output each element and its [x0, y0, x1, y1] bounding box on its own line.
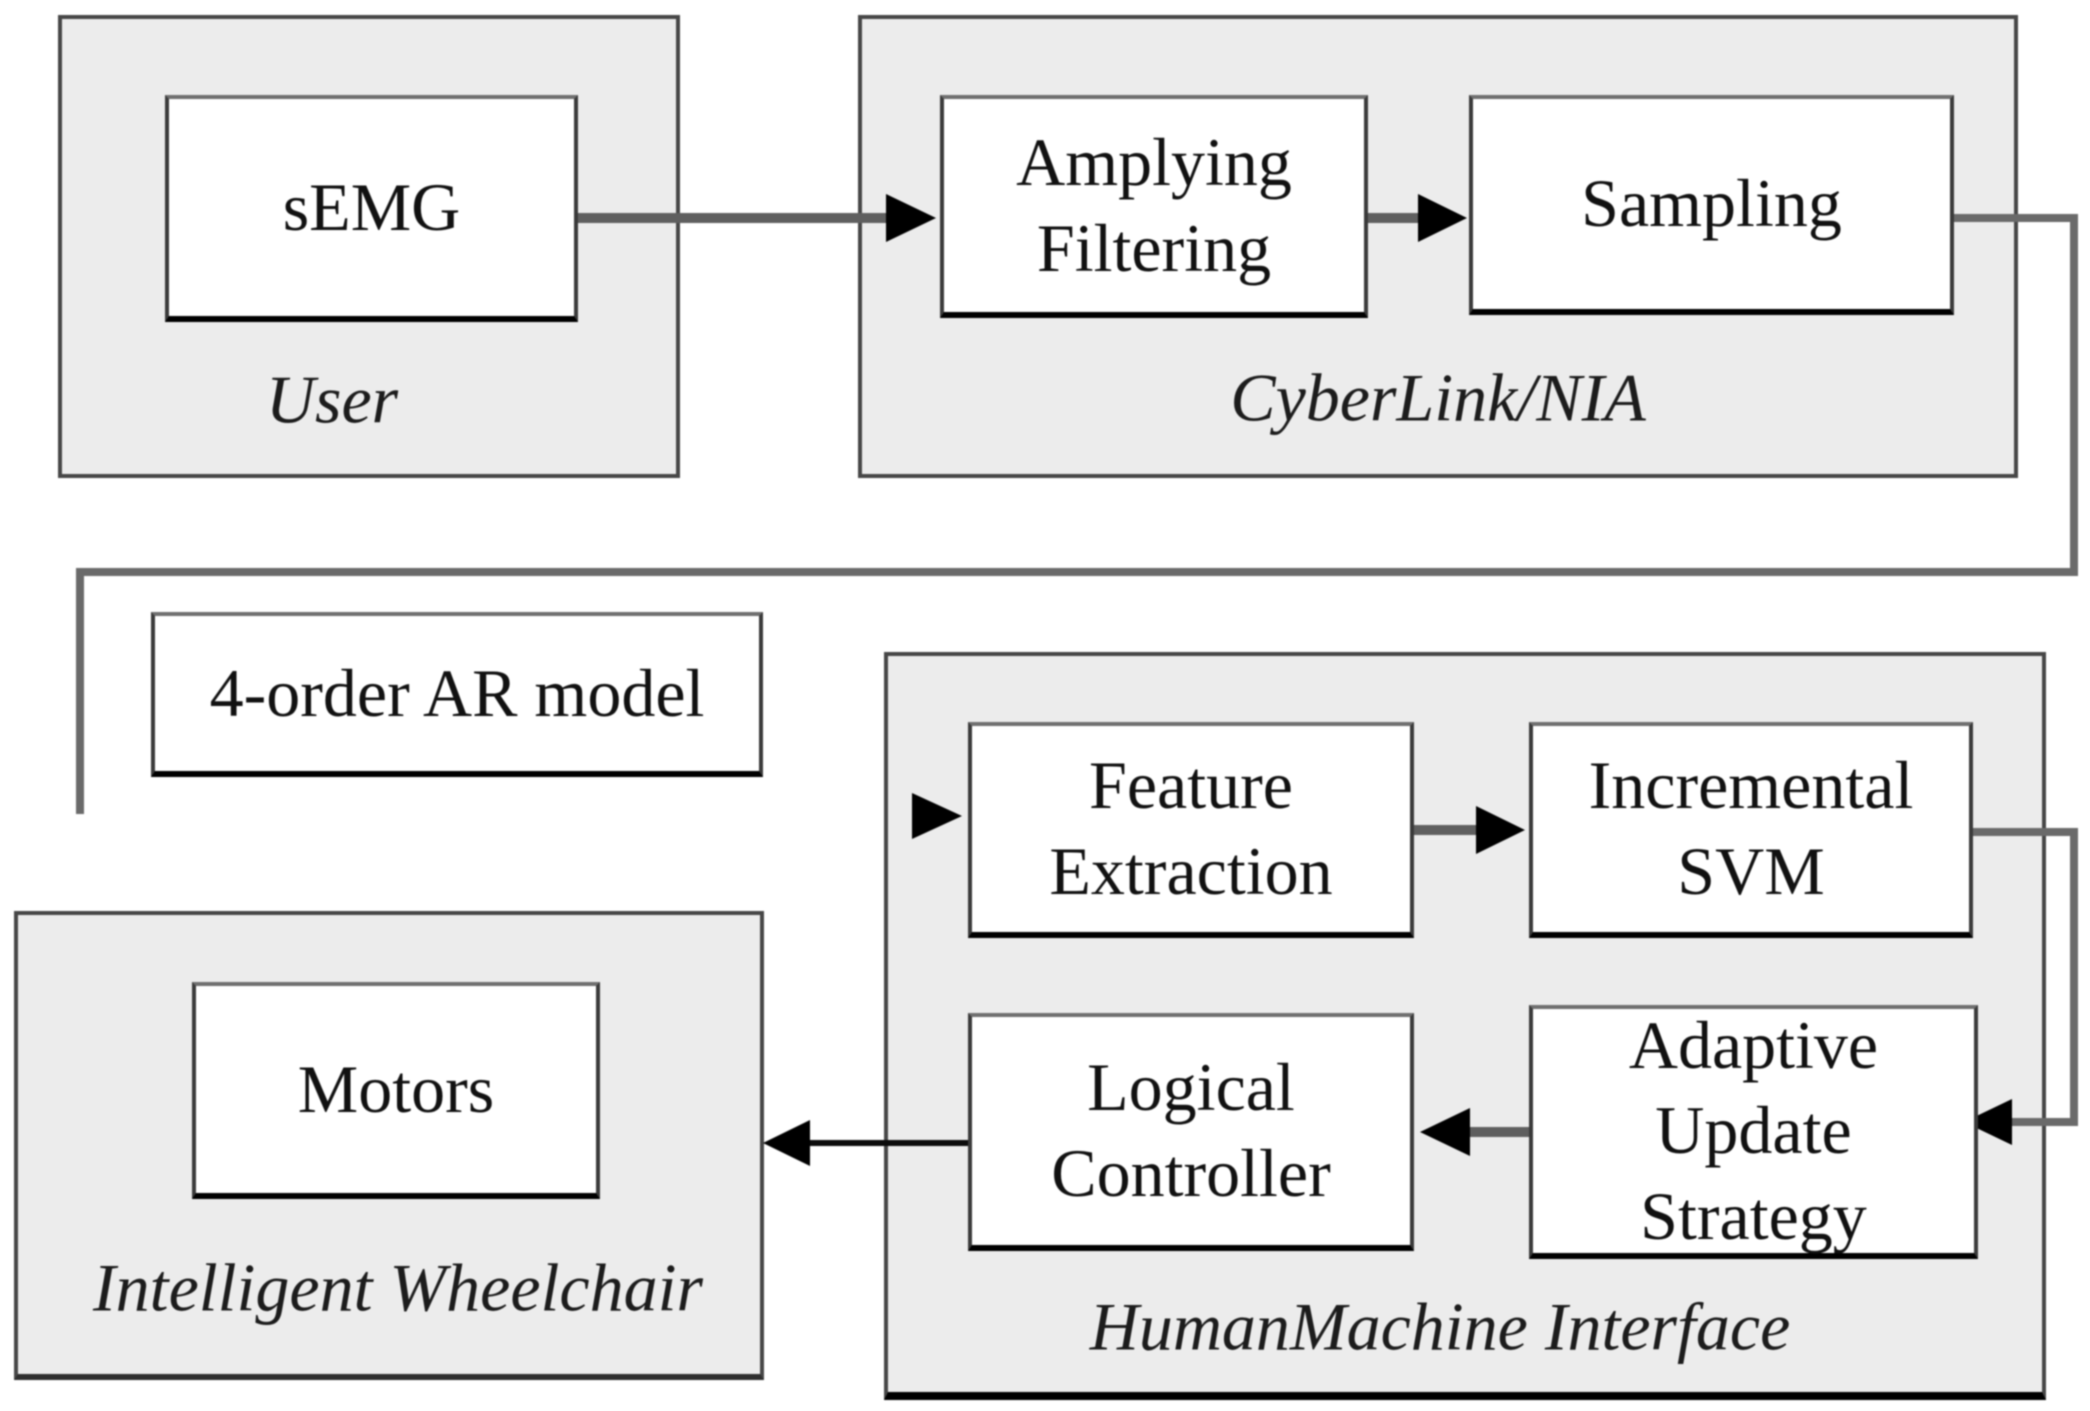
node-feature-extraction: Feature Extraction	[968, 722, 1414, 938]
node-sampling: Sampling	[1469, 95, 1954, 315]
container-wheelchair-label: Intelligent Wheelchair	[93, 1249, 703, 1326]
container-hmi-label: HumanMachine Interface	[1089, 1288, 1791, 1365]
node-ar-model-label: 4-order AR model	[209, 654, 705, 731]
node-semg-label: sEMG	[282, 168, 461, 245]
node-amplifying-filtering: Amplying Filtering	[940, 95, 1368, 318]
node-logical-controller: Logical Controller	[968, 1013, 1414, 1251]
edge-logical-to-wheelchair-arrowhead-icon	[763, 1120, 810, 1166]
node-ar-model: 4-order AR model	[151, 612, 763, 777]
node-adaptive-update-strategy: Adaptive Update Strategy	[1529, 1005, 1978, 1259]
node-incremental-svm-label: Incremental SVM	[1588, 747, 1914, 909]
node-adaptive-update-strategy-label: Adaptive Update Strategy	[1628, 1006, 1879, 1254]
container-user-label: User	[265, 361, 399, 438]
container-cyberlink-label: CyberLink/NIA	[1230, 359, 1646, 436]
node-sampling-label: Sampling	[1581, 165, 1842, 242]
node-motors-label: Motors	[297, 1050, 495, 1127]
node-incremental-svm: Incremental SVM	[1529, 722, 1973, 938]
node-logical-controller-label: Logical Controller	[1051, 1049, 1331, 1211]
node-motors: Motors	[192, 982, 600, 1199]
node-feature-extraction-label: Feature Extraction	[1049, 747, 1333, 909]
node-semg: sEMG	[165, 95, 578, 322]
node-amplifying-filtering-label: Amplying Filtering	[1016, 123, 1292, 286]
